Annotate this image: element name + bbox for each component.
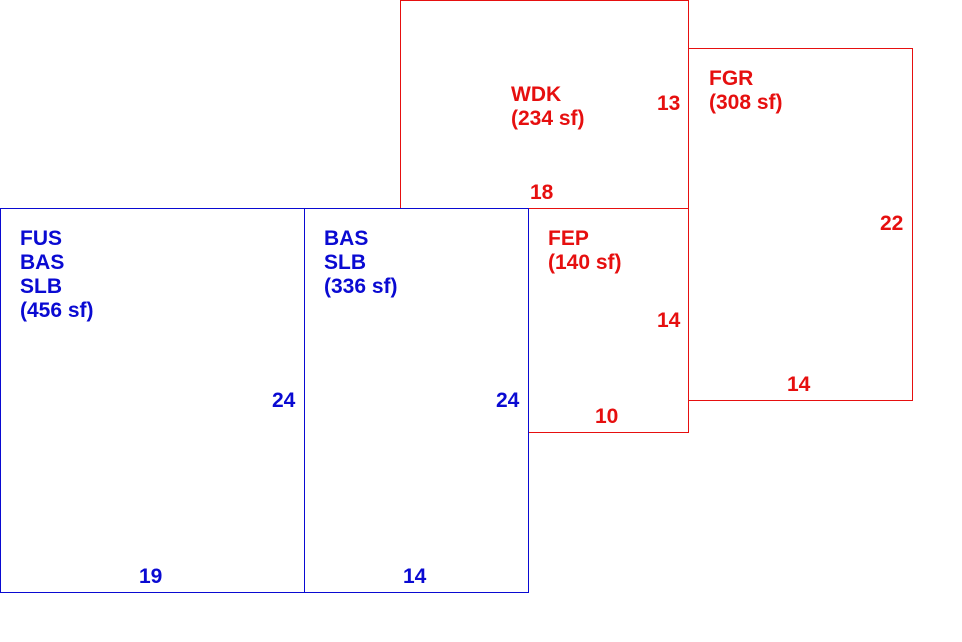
room-code-wdk: WDK — [511, 83, 562, 106]
room-label-fep: FEP (140 sf) — [548, 227, 622, 275]
dimension-fgr-side: 22 — [880, 212, 904, 235]
dimension-bas-bottom: 14 — [403, 565, 427, 588]
room-code-fus: FUS — [20, 227, 62, 250]
dimension-bas-side: 24 — [496, 389, 520, 412]
room-code-fgr: FGR — [709, 67, 754, 90]
dimension-fep-bottom: 10 — [595, 405, 619, 428]
room-code-bas-slb: SLB — [324, 251, 366, 274]
room-code-fus-bas: BAS — [20, 251, 65, 274]
room-area-bas: (336 sf) — [324, 275, 398, 298]
room-code-fep: FEP — [548, 227, 589, 250]
dimension-fus-side: 24 — [272, 389, 296, 412]
room-label-fgr: FGR (308 sf) — [709, 67, 783, 115]
dimension-fep-side: 14 — [657, 309, 681, 332]
dimension-wdk-bottom: 18 — [530, 181, 554, 204]
room-label-bas: BAS SLB (336 sf) — [324, 227, 398, 299]
room-code-bas: BAS — [324, 227, 369, 250]
room-label-wdk: WDK (234 sf) — [511, 83, 585, 131]
room-area-wdk: (234 sf) — [511, 107, 585, 130]
dimension-fus-bottom: 19 — [139, 565, 163, 588]
room-area-fus: (456 sf) — [20, 299, 94, 322]
dimension-wdk-side: 13 — [657, 92, 681, 115]
dimension-fgr-bottom: 14 — [787, 373, 811, 396]
room-label-fus: FUS BAS SLB (456 sf) — [20, 227, 94, 323]
room-area-fep: (140 sf) — [548, 251, 622, 274]
room-area-fgr: (308 sf) — [709, 91, 783, 114]
room-code-fus-slb: SLB — [20, 275, 62, 298]
room-outline-bas[interactable] — [304, 208, 529, 593]
